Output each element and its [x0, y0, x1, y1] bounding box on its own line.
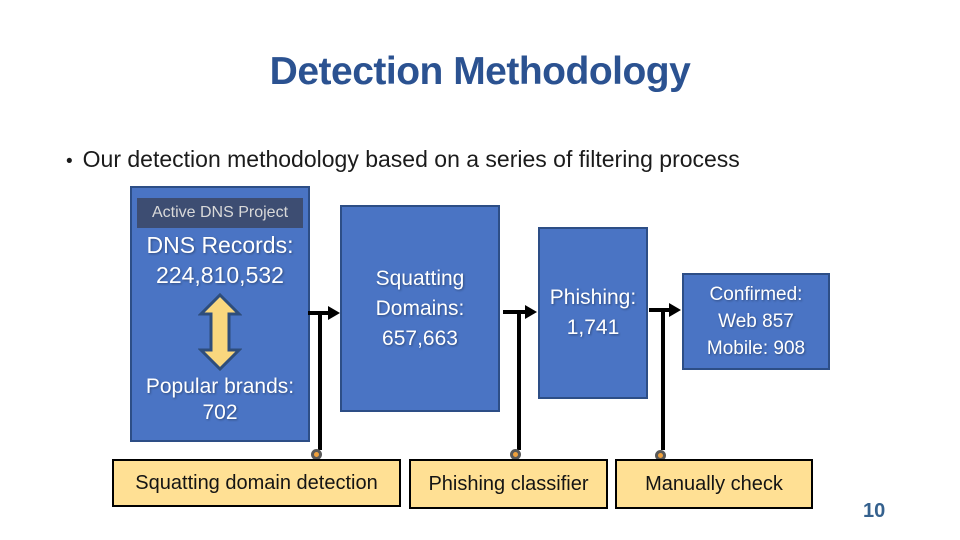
stage-line: Phishing:: [549, 286, 637, 309]
connector-dot-icon: [510, 449, 521, 460]
page-number: 10: [863, 500, 886, 522]
process-label: Phishing classifier: [428, 472, 589, 495]
dns-records-label: DNS Records:: [146, 232, 294, 258]
manually-check-box: Manually check: [615, 459, 813, 509]
right-arrowhead-icon: [669, 303, 681, 317]
stage-line: 1,741: [566, 316, 620, 339]
connector-dot-icon: [311, 449, 322, 460]
stage-line: Mobile: 908: [706, 338, 806, 359]
stage-line: Squatting: [375, 266, 465, 290]
connector-line: [318, 313, 322, 450]
bullet-text: Our detection methodology based on a ser…: [82, 146, 740, 172]
squatting-domain-detection-box: Squatting domain detection: [112, 459, 401, 507]
stage-line: Confirmed:: [709, 284, 803, 305]
right-arrowhead-icon: [525, 305, 537, 319]
stage-line: Domains:: [375, 296, 465, 320]
process-label: Manually check: [645, 472, 783, 495]
active-dns-project-label: Active DNS Project: [137, 198, 303, 228]
connector-line: [661, 310, 665, 450]
arrow-line: [649, 308, 671, 312]
double-vertical-arrow-icon: [198, 293, 242, 371]
bullet-icon: •: [66, 151, 73, 172]
squatting-domains-box: Squatting Domains: 657,663: [340, 205, 500, 412]
bullet-line: • Our detection methodology based on a se…: [66, 146, 740, 173]
popular-brands-label: Popular brands:: [145, 375, 295, 398]
process-label: Squatting domain detection: [135, 471, 378, 494]
slide-title: Detection Methodology: [269, 50, 691, 93]
dns-records-count: 224,810,532: [156, 262, 284, 288]
confirmed-box: Confirmed: Web 857 Mobile: 908: [682, 273, 830, 370]
arrow-line: [503, 310, 527, 314]
phishing-classifier-box: Phishing classifier: [409, 459, 608, 509]
phishing-box: Phishing: 1,741: [538, 227, 648, 399]
stage-line: Web 857: [718, 311, 794, 332]
popular-brands-count: 702: [202, 401, 238, 424]
stage-line: 657,663: [382, 326, 458, 350]
connector-line: [517, 312, 521, 450]
active-dns-box: Active DNS Project DNS Records: 224,810,…: [130, 186, 310, 442]
right-arrowhead-icon: [328, 306, 340, 320]
